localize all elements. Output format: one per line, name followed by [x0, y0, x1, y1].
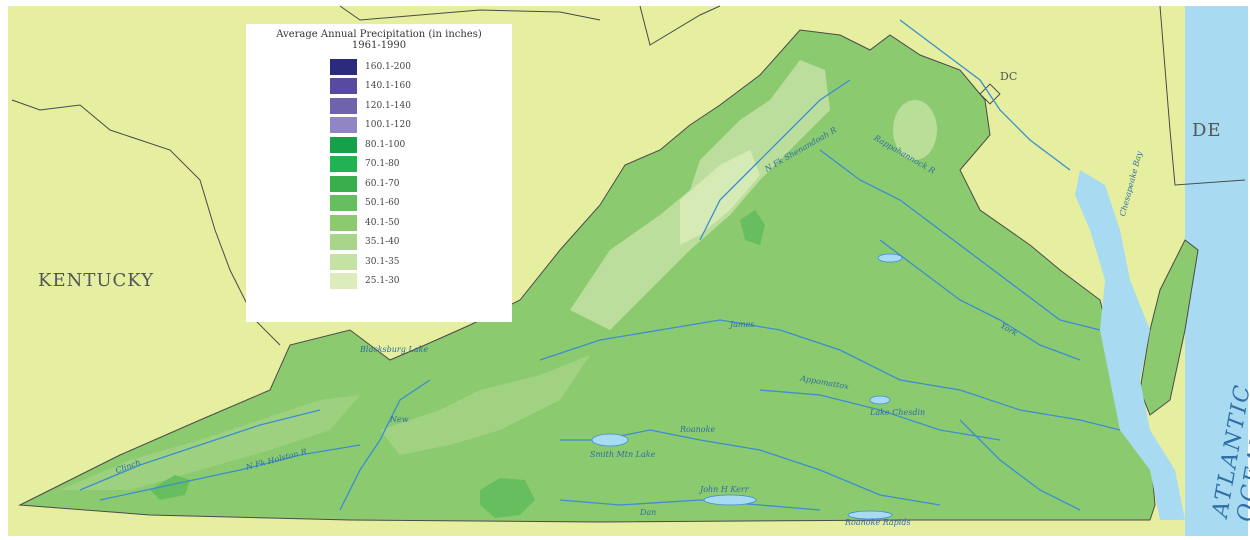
wet-spot-southwest: [150, 475, 190, 500]
legend-classes: 160.1-200 140.1-160 120.1-140 100.1-120 80.1…: [254, 57, 504, 291]
label-james-river: James: [730, 320, 755, 329]
lake-anna: [877, 253, 903, 263]
legend-row: 60.1-70: [330, 174, 504, 194]
legend-row: 100.1-120: [330, 116, 504, 136]
legend-range-label: 25.1-30: [365, 276, 400, 287]
legend-swatch: [330, 214, 357, 231]
legend-swatch: [330, 156, 357, 173]
label-smith-mtn-lake: Smith Mtn Lake: [590, 450, 656, 459]
legend-range-label: 50.1-60: [365, 198, 400, 209]
river-york: [879, 239, 1081, 361]
legend-range-label: 70.1-80: [365, 159, 400, 170]
label-kerr-lake: John H Kerr: [700, 485, 749, 494]
state-border-kentucky: [11, 99, 281, 346]
river-james: [539, 319, 1121, 431]
atlantic-ocean: [1185, 6, 1248, 536]
eastern-shore: [1139, 239, 1199, 416]
legend-row: 50.1-60: [330, 194, 504, 214]
legend-row: 40.1-50: [330, 213, 504, 233]
label-roanoke-river: Roanoke: [680, 425, 716, 434]
label-de: DE: [1192, 120, 1222, 141]
legend-range-label: 30.1-35: [365, 256, 400, 267]
legend-row: 120.1-140: [330, 96, 504, 116]
legend-swatch: [330, 253, 357, 270]
lake-smith-mountain: [591, 433, 629, 447]
label-new-river: New: [390, 415, 409, 424]
river-clinch: [79, 409, 321, 491]
legend-row: 80.1-100: [330, 135, 504, 155]
legend-period: 1961-1990: [351, 40, 407, 51]
river-chickahominy: [959, 419, 1081, 511]
precipitation-legend: Average Annual Precipitation (in inches)…: [246, 24, 512, 322]
legend-range-label: 100.1-120: [365, 120, 411, 131]
lakes: [591, 253, 903, 520]
label-roanoke-rapids: Roanoke Rapids: [845, 518, 911, 527]
river-holston: [99, 444, 361, 501]
river-potomac: [899, 19, 1071, 171]
legend-swatch: [330, 58, 357, 75]
chesapeake-bay: [1075, 170, 1185, 520]
legend-swatch: [330, 175, 357, 192]
legend-range-label: 120.1-140: [365, 100, 411, 111]
legend-range-label: 60.1-70: [365, 178, 400, 189]
legend-row: 140.1-160: [330, 77, 504, 97]
river-rappahannock: [819, 149, 1101, 331]
label-claytor-lake: Blacksburg Lake: [360, 345, 429, 354]
legend-row: 30.1-35: [330, 252, 504, 272]
piedmont-band: [380, 355, 590, 455]
label-dc: DC: [1000, 70, 1018, 83]
river-dan: [559, 499, 821, 511]
legend-row: 160.1-200: [330, 57, 504, 77]
legend-swatch: [330, 234, 357, 251]
state-border-wv-north: [339, 5, 601, 21]
lake-kerr: [703, 494, 757, 506]
legend-range-label: 160.1-200: [365, 61, 411, 72]
wet-spot-ridge: [740, 210, 765, 245]
river-new: [339, 379, 431, 511]
legend-range-label: 35.1-40: [365, 237, 400, 248]
legend-range-label: 80.1-100: [365, 139, 406, 150]
legend-title: Average Annual Precipitation (in inches): [276, 29, 482, 40]
legend-swatch: [330, 195, 357, 212]
dc-outline: [979, 83, 1001, 105]
legend-row: 35.1-40: [330, 233, 504, 253]
river-shenandoah: [699, 79, 851, 241]
label-dan-river: Dan: [640, 508, 657, 517]
legend-range-label: 140.1-160: [365, 81, 411, 92]
label-lake-chesdin: Lake Chesdin: [870, 408, 926, 417]
legend-swatch: [330, 273, 357, 290]
legend-row: 70.1-80: [330, 155, 504, 175]
lake-gaston: [847, 510, 893, 520]
legend-row: 25.1-30: [330, 272, 504, 292]
dry-spot-northern: [893, 100, 937, 160]
light-band-north: [680, 150, 760, 245]
wet-spot-south: [480, 478, 535, 518]
legend-swatch: [330, 97, 357, 114]
legend-swatch: [330, 78, 357, 95]
legend-swatch: [330, 136, 357, 153]
lake-chesdin: [869, 395, 891, 405]
river-appomattox: [759, 389, 1001, 441]
legend-swatch: [330, 117, 357, 134]
state-border-de: [1159, 5, 1246, 186]
state-border-md: [639, 5, 721, 46]
label-kentucky: KENTUCKY: [38, 270, 155, 291]
legend-range-label: 40.1-50: [365, 217, 400, 228]
